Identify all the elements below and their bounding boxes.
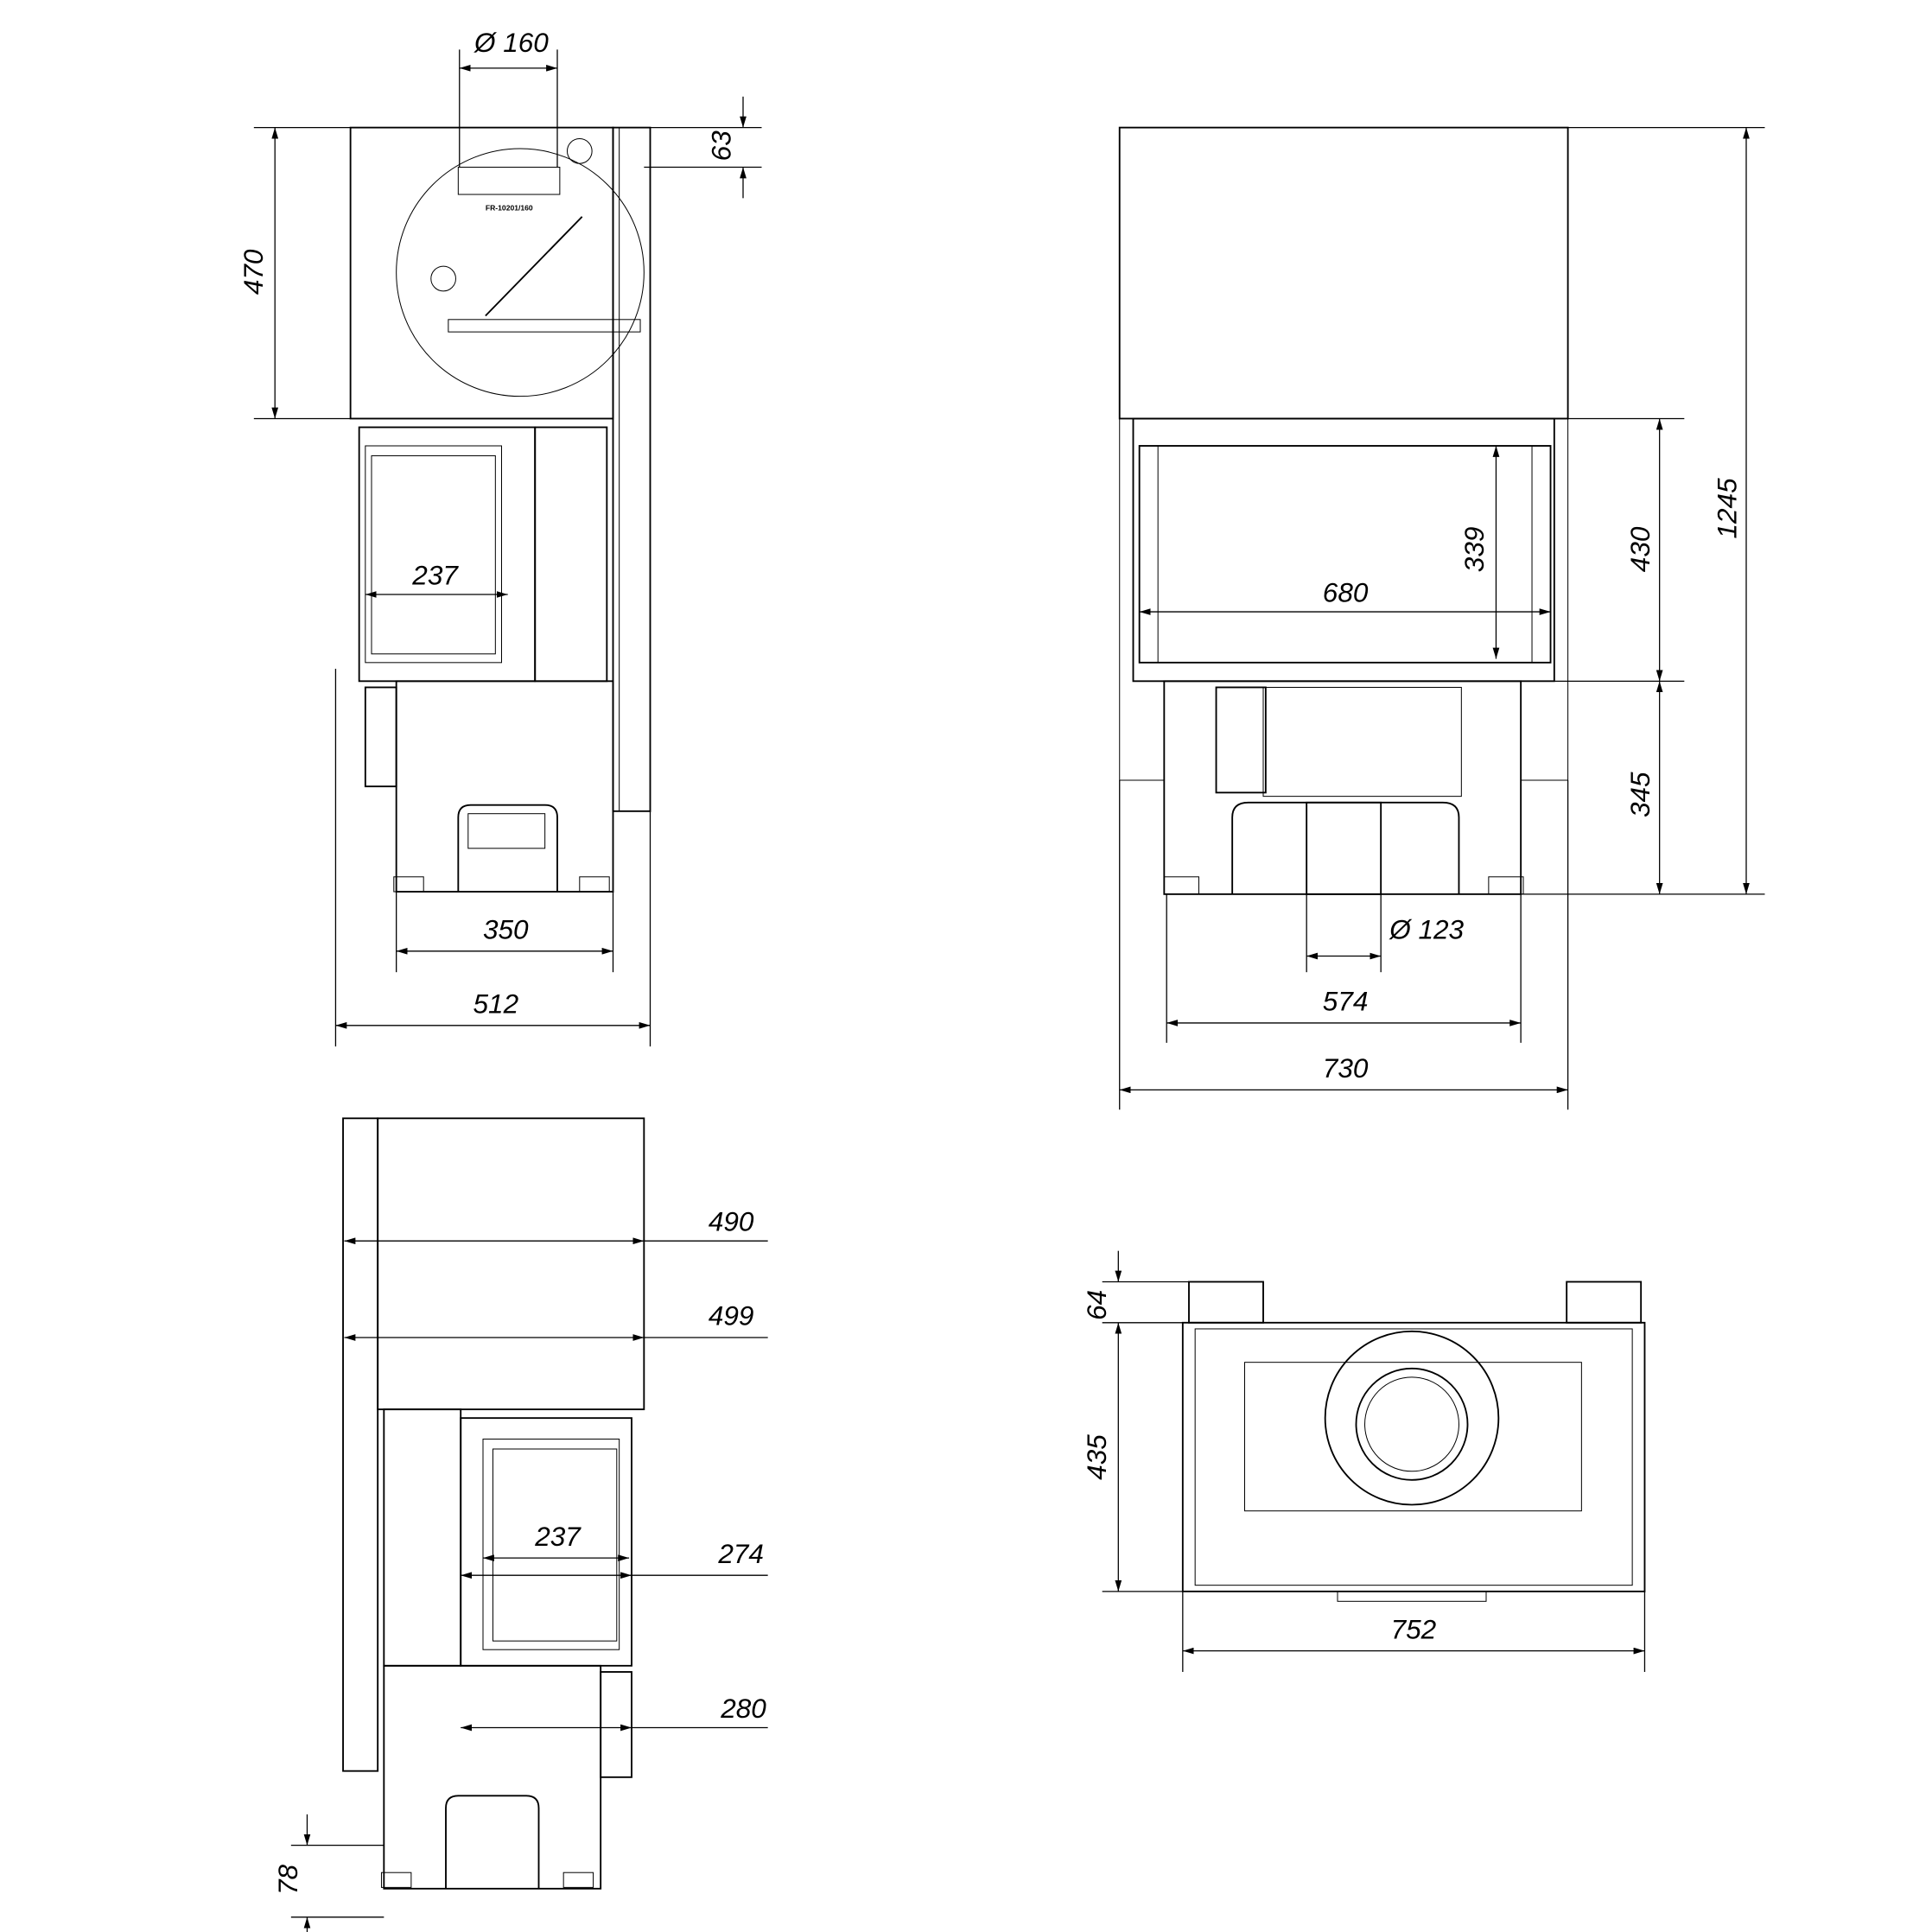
dim-base-height: 345 <box>1624 772 1656 817</box>
dim-total-height: 1245 <box>1712 478 1743 539</box>
dim-glass-width: 237 <box>534 1521 582 1552</box>
dim-total-depth: 512 <box>473 988 519 1019</box>
front-view: 680 339 430 345 1245 Ø 123 574 730 <box>1118 126 1765 1110</box>
dim-total-width: 730 <box>1323 1052 1369 1084</box>
dim-air-inlet-diameter: Ø 123 <box>1389 913 1464 944</box>
dim-depth-upper: 490 <box>709 1206 754 1237</box>
dim-top-offset: 63 <box>706 130 737 162</box>
dim-rear-offset: 64 <box>1081 1290 1112 1320</box>
dim-firebox-depth: 274 <box>717 1538 764 1569</box>
dim-width: 752 <box>1391 1613 1437 1644</box>
dim-leg-span: 574 <box>1323 986 1369 1017</box>
dim-base-depth: 280 <box>720 1693 766 1724</box>
dim-glass-width: 680 <box>1323 577 1369 608</box>
dim-upper-height: 470 <box>238 249 269 295</box>
part-label: FR-10201/160 <box>486 204 533 213</box>
dim-flue-diameter: Ø 160 <box>473 27 549 58</box>
side-view-right: 490 499 237 274 280 78 <box>272 1117 768 1932</box>
top-view: 64 435 752 <box>1081 1250 1646 1672</box>
dim-firebox-height: 430 <box>1624 526 1656 572</box>
dim-foot-height: 78 <box>272 1864 303 1895</box>
side-view-left: FR-10201/160 Ø 160 63 470 237 350 512 <box>238 27 762 1047</box>
dim-depth: 435 <box>1081 1434 1112 1480</box>
dim-depth-upper-outer: 499 <box>709 1300 754 1331</box>
dim-glass-height: 339 <box>1459 527 1490 573</box>
dim-leg-span: 350 <box>483 913 529 944</box>
dim-glass-width: 237 <box>411 560 459 591</box>
